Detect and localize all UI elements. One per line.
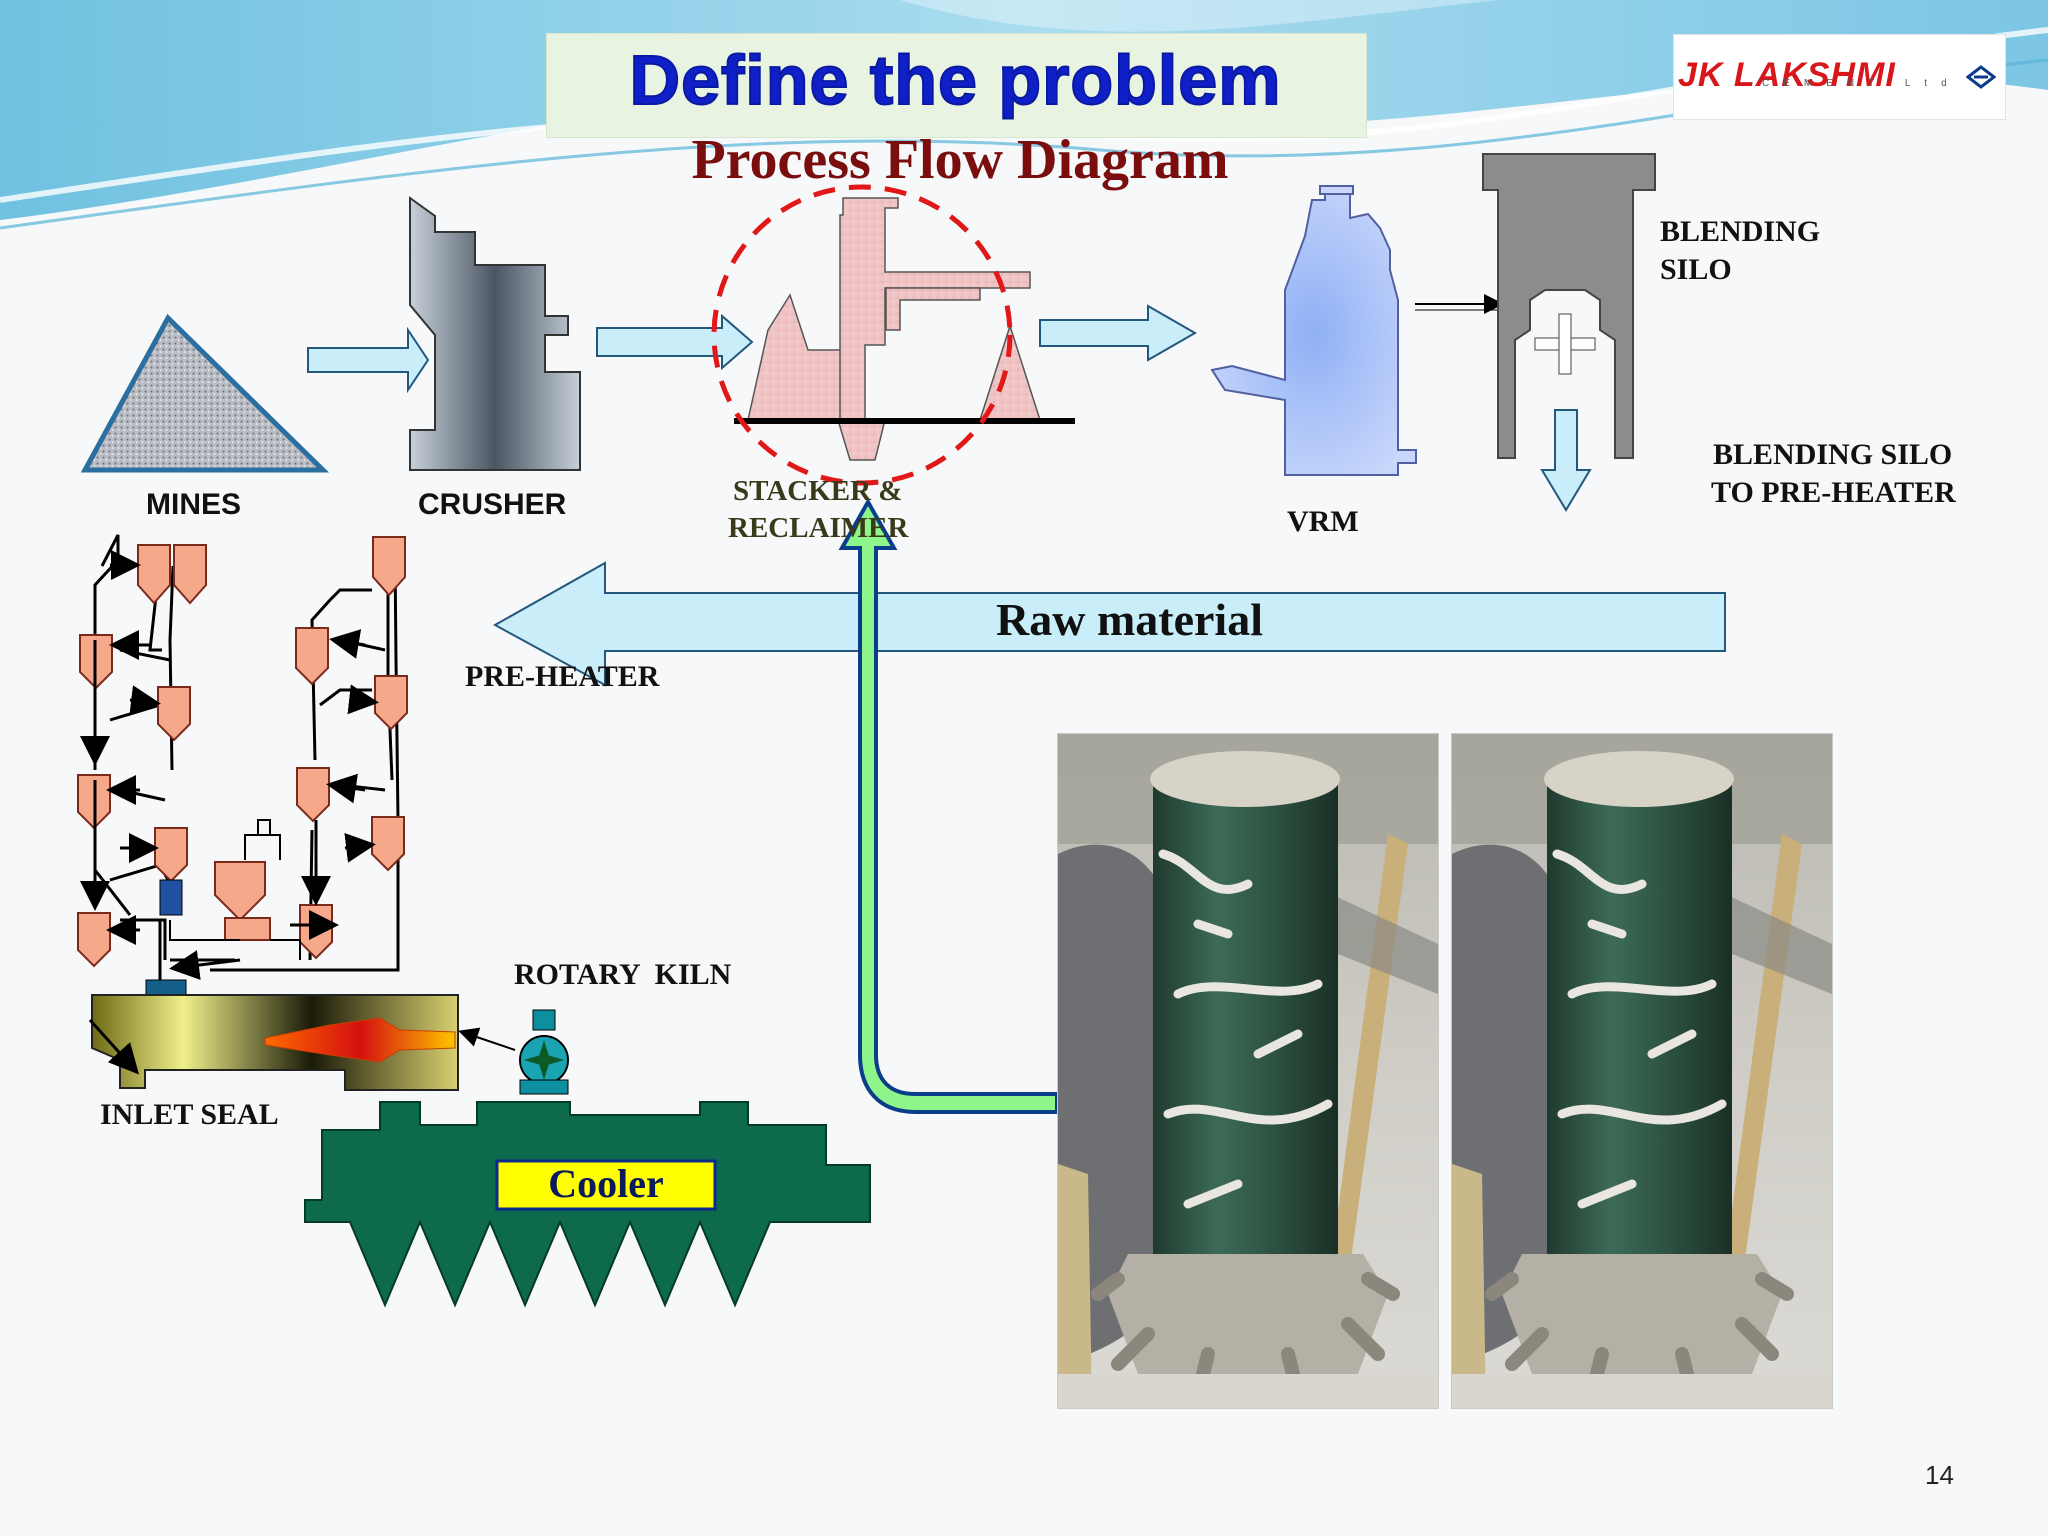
slide-subtitle: Process Flow Diagram bbox=[691, 129, 1229, 191]
label-mines: MINES bbox=[146, 488, 242, 521]
company-logo bbox=[1673, 34, 2006, 120]
slide-title: Define the problem bbox=[629, 40, 1282, 120]
equipment-photo-right bbox=[1451, 733, 1833, 1409]
label-rotary-kiln: ROTARY KILN bbox=[514, 958, 732, 991]
label-stacker-line1: STACKER & bbox=[733, 475, 903, 507]
label-blending-silo-line1: BLENDING bbox=[1660, 215, 1821, 248]
page-number: 14 bbox=[1925, 1460, 1954, 1490]
label-silo-to-preheater-line2: TO PRE-HEATER bbox=[1711, 476, 1956, 509]
label-inlet-seal: INLET SEAL bbox=[100, 1098, 279, 1131]
label-pre-heater: PRE-HEATER bbox=[465, 660, 660, 693]
label-blending-silo-line2: SILO bbox=[1660, 253, 1732, 286]
label-vrm: VRM bbox=[1287, 505, 1359, 538]
label-stacker-line2: RECLAIMER bbox=[728, 512, 909, 544]
label-crusher: CRUSHER bbox=[418, 488, 567, 521]
logo-brand-text: JK LAKSHMI bbox=[1678, 56, 1896, 94]
label-silo-to-preheater-line1: BLENDING SILO bbox=[1713, 438, 1953, 471]
label-cooler: Cooler bbox=[548, 1161, 664, 1206]
logo-tagline-text: CEMENT Ltd bbox=[1762, 78, 1961, 89]
title-background bbox=[546, 33, 1367, 138]
equipment-photo-left bbox=[1057, 733, 1439, 1409]
label-raw-material: Raw material bbox=[996, 594, 1263, 645]
logo-emblem-icon bbox=[1966, 65, 1996, 89]
